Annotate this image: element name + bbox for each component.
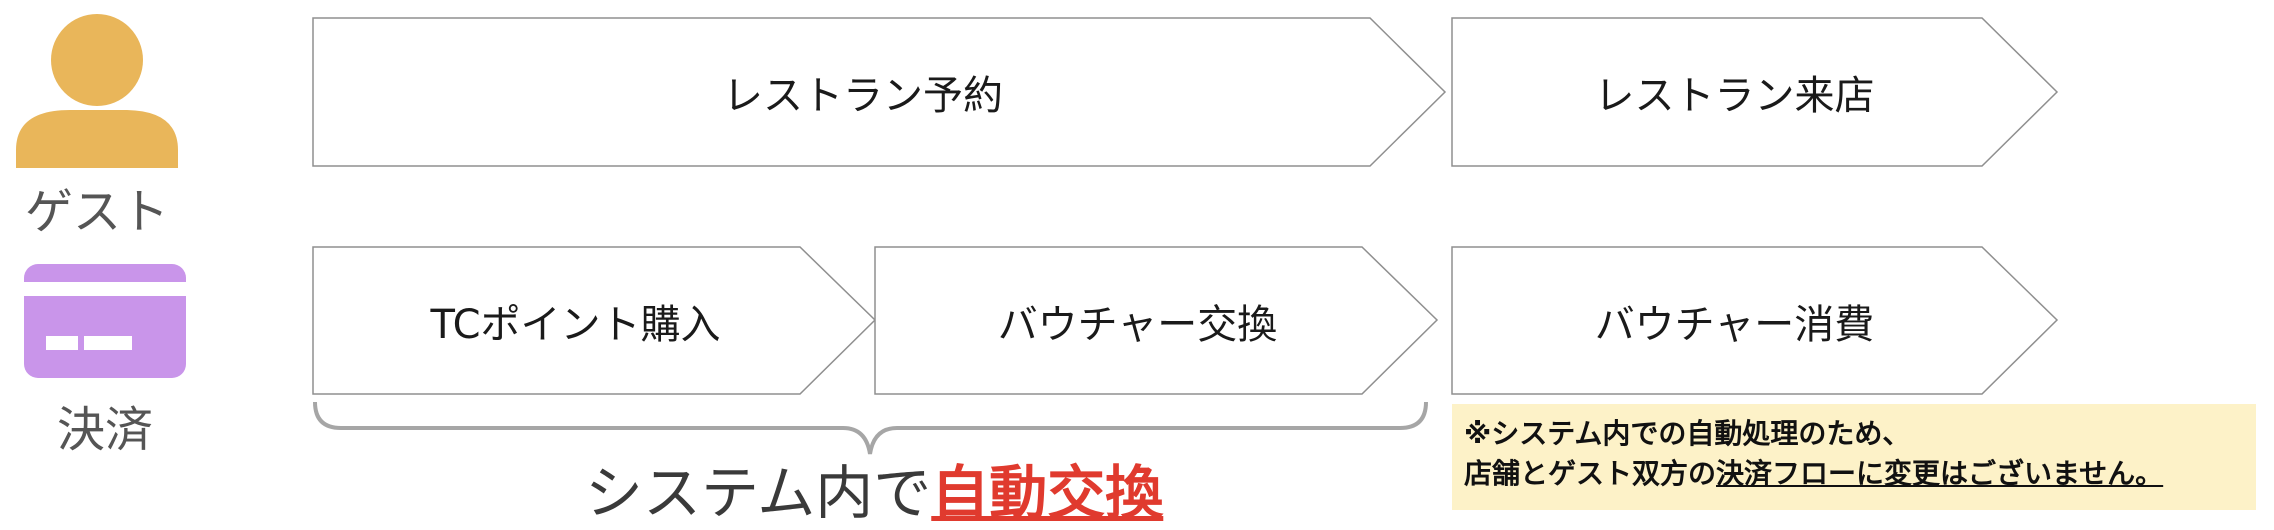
person-icon: [16, 14, 178, 168]
step-label-voucher-use: バウチャー消費: [1594, 301, 1875, 348]
brace-caption-highlight: 自動交換: [931, 459, 1164, 527]
note-line-2-underlined: 決済フローに変更はございません。: [1716, 457, 2164, 490]
curly-brace: [313, 401, 1428, 455]
brace-caption: システム内で自動交換: [585, 446, 1163, 530]
note-box: ※システム内での自動処理のため、 店舗とゲスト双方の決済フローに変更はございませ…: [1452, 404, 2256, 510]
step-arrow-reservation: [312, 17, 1447, 167]
brace-caption-prefix: システム内で: [585, 459, 932, 527]
note-line-2: 店舗とゲスト双方の決済フローに変更はございません。: [1464, 454, 2244, 494]
step-arrow-voucher-use: [1451, 246, 2059, 395]
step-label-tc-purchase: TCポイント購入: [430, 301, 721, 348]
note-line-2-prefix: 店舗とゲスト双方の: [1464, 457, 1717, 490]
step-label-voucher-exchange: バウチャー交換: [997, 301, 1278, 348]
step-label-reservation: レストラン予約: [723, 73, 1003, 119]
note-line-1: ※システム内での自動処理のため、: [1464, 417, 1911, 450]
credit-card-icon: [24, 264, 186, 378]
step-arrow-voucher-exchange: [874, 246, 1439, 395]
lane-label-payment: 決済: [56, 402, 153, 458]
lane-label-guest: ゲスト: [24, 184, 169, 240]
step-arrow-visit: [1451, 17, 2059, 167]
step-label-visit: レストラン来店: [1594, 73, 1875, 119]
step-arrow-tc-purchase: [312, 246, 877, 395]
